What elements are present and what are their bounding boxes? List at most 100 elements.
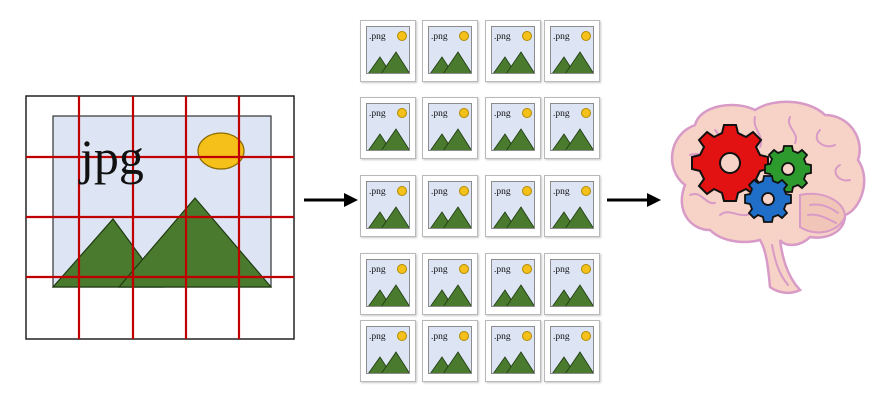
mountain-icon <box>493 128 534 150</box>
png-tile-image: .png <box>428 181 472 229</box>
sun-icon <box>522 186 532 196</box>
png-label: .png <box>553 187 570 197</box>
png-tile-image: .png <box>428 259 472 307</box>
png-label: .png <box>369 332 386 342</box>
sun-icon <box>397 264 407 274</box>
png-tile: .png <box>544 20 600 82</box>
arrow-right-icon <box>304 193 358 207</box>
png-tile: .png <box>360 253 416 315</box>
png-tile: .png <box>422 320 478 382</box>
mountain-icon <box>430 128 471 150</box>
png-label: .png <box>553 109 570 119</box>
png-label: .png <box>431 332 448 342</box>
sun-icon <box>581 331 591 341</box>
png-tile: .png <box>485 175 541 237</box>
sun-icon <box>459 108 469 118</box>
png-tile: .png <box>422 20 478 82</box>
png-tile: .png <box>360 20 416 82</box>
png-label: .png <box>431 109 448 119</box>
png-label: .png <box>431 32 448 42</box>
png-tile: .png <box>544 97 600 159</box>
red-grid-lines <box>26 96 294 339</box>
jpg-label: jpg <box>80 129 144 185</box>
mountain-icon <box>430 206 471 228</box>
sun-icon <box>581 31 591 41</box>
sun-icon <box>397 108 407 118</box>
png-tile-image: .png <box>366 103 410 151</box>
png-tile-image: .png <box>428 103 472 151</box>
png-label: .png <box>553 332 570 342</box>
mountain-icon <box>493 206 534 228</box>
mountain-icon <box>368 206 409 228</box>
png-tile-image: .png <box>491 26 535 74</box>
png-tile: .png <box>485 320 541 382</box>
png-label: .png <box>553 32 570 42</box>
png-tile: .png <box>360 320 416 382</box>
sun-icon <box>397 331 407 341</box>
mountain-icon <box>430 351 471 373</box>
png-label: .png <box>431 187 448 197</box>
png-tile: .png <box>485 20 541 82</box>
png-tile: .png <box>422 175 478 237</box>
sun-icon <box>581 264 591 274</box>
png-label: .png <box>494 187 511 197</box>
brain-panel <box>660 95 875 300</box>
png-label: .png <box>494 332 511 342</box>
sun-icon <box>522 31 532 41</box>
png-tile-image: .png <box>366 326 410 374</box>
mountain-right-icon <box>117 197 273 288</box>
png-tile-image: .png <box>550 326 594 374</box>
mountain-icon <box>368 128 409 150</box>
mountain-icon <box>552 351 593 373</box>
brain-with-gears-icon <box>670 100 866 295</box>
png-tile: .png <box>544 320 600 382</box>
mountain-icon <box>430 51 471 73</box>
png-tile: .png <box>544 253 600 315</box>
green-gear-icon <box>764 145 812 193</box>
png-tile: .png <box>485 97 541 159</box>
mountain-icon <box>368 351 409 373</box>
blue-gear-icon <box>744 175 792 223</box>
mountain-icon <box>552 51 593 73</box>
mountain-icon <box>552 206 593 228</box>
mountain-icon <box>368 51 409 73</box>
png-label: .png <box>494 265 511 275</box>
png-tile-image: .png <box>491 259 535 307</box>
sun-icon <box>522 108 532 118</box>
tile-grid: .png .png .png .png .png .png .png .png .png .png… <box>360 20 605 390</box>
sun-icon <box>522 331 532 341</box>
mountain-icon <box>493 51 534 73</box>
mountain-icon <box>552 284 593 306</box>
png-label: .png <box>369 109 386 119</box>
png-tile-image: .png <box>491 326 535 374</box>
png-label: .png <box>494 109 511 119</box>
png-label: .png <box>494 32 511 42</box>
sun-icon <box>459 264 469 274</box>
mountain-icon <box>552 128 593 150</box>
sun-icon <box>581 108 591 118</box>
mountain-icon <box>368 284 409 306</box>
sun-icon <box>397 31 407 41</box>
png-label: .png <box>369 265 386 275</box>
png-tile: .png <box>360 175 416 237</box>
sun-icon <box>581 186 591 196</box>
png-tile: .png <box>485 253 541 315</box>
png-tile-image: .png <box>428 26 472 74</box>
png-tile-image: .png <box>366 259 410 307</box>
png-tile-image: .png <box>366 26 410 74</box>
png-label: .png <box>369 187 386 197</box>
sun-icon <box>459 31 469 41</box>
red-gear-icon <box>691 124 769 202</box>
source-image-svg <box>25 95 295 340</box>
sun-icon <box>197 132 245 170</box>
png-tile-image: .png <box>428 326 472 374</box>
sun-icon <box>459 331 469 341</box>
png-tile-image: .png <box>550 103 594 151</box>
sun-icon <box>522 264 532 274</box>
png-tile-image: .png <box>366 181 410 229</box>
png-tile: .png <box>422 253 478 315</box>
arrow-right-icon <box>607 193 661 207</box>
png-tile-image: .png <box>550 26 594 74</box>
mountain-icon <box>430 284 471 306</box>
sun-icon <box>459 186 469 196</box>
